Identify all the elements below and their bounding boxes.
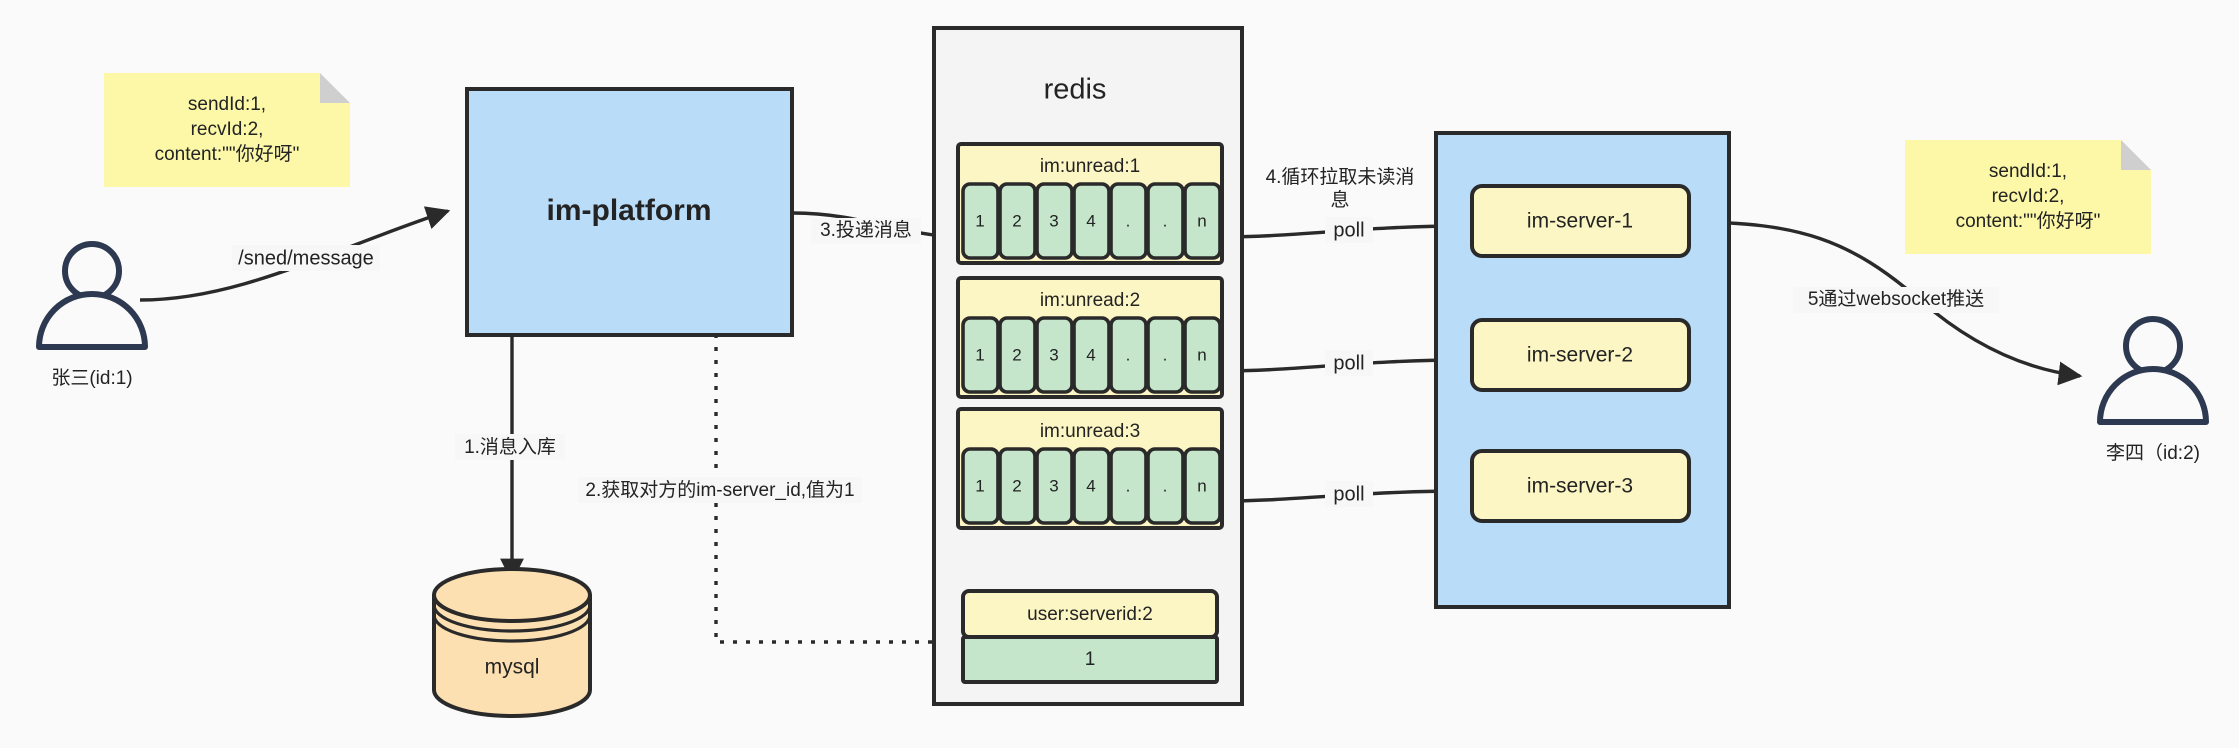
- edge-label-poll-2-text: poll: [1333, 352, 1364, 374]
- redis-cell: n: [1197, 211, 1206, 230]
- sticky-right-line-3: content:""你好呀": [1956, 210, 2101, 232]
- redis-kv-entry[interactable]: user:serverid:2 1: [961, 589, 1219, 684]
- sticky-left-line-1: sendId:1,: [188, 94, 266, 115]
- redis-cell: 2: [1012, 345, 1021, 364]
- redis-structure-0-key: im:unread:1: [1040, 156, 1140, 177]
- redis-cell: n: [1197, 476, 1206, 495]
- sticky-note-left: sendId:1, recvId:2, content:""你好呀": [104, 73, 350, 187]
- redis-structure-1-key: im:unread:2: [1040, 290, 1140, 311]
- redis-structure-2[interactable]: im:unread:3 1 2 3 4 . . n: [956, 407, 1224, 530]
- edge-label-step1-text: 1.消息入库: [464, 436, 556, 458]
- redis-title: redis: [1044, 74, 1107, 106]
- edge-label-step5: 5通过websocket推送: [1793, 287, 1999, 313]
- redis-cell: 2: [1012, 211, 1021, 230]
- edge-label-poll-3: poll: [1325, 481, 1373, 507]
- mysql-ridge-2: [432, 614, 592, 643]
- edge-label-step4: 4.循环拉取未读消 息: [1266, 166, 1415, 211]
- actor-receiver-body: [2097, 366, 2209, 425]
- redis-cell: 1: [975, 211, 984, 230]
- edge-label-step3-text: 3.投递消息: [820, 219, 912, 241]
- redis-structure-0-cells: 1 2 3 4 . . n: [961, 182, 1222, 260]
- edge-label-step1: 1.消息入库: [455, 434, 565, 460]
- redis-cell: 3: [1049, 211, 1058, 230]
- redis-structure-1[interactable]: im:unread:2 1 2 3 4 . . n: [956, 276, 1224, 399]
- im-platform-label: im-platform: [547, 194, 712, 227]
- redis-cell: 4: [1086, 211, 1095, 230]
- actor-sender[interactable]: 张三(id:1): [36, 241, 148, 389]
- redis-cell: 4: [1086, 345, 1095, 364]
- actor-sender-body: [36, 291, 148, 350]
- im-server-3-label: im-server-3: [1527, 475, 1633, 498]
- edge-label-step2: 2.获取对方的im-server_id,值为1: [578, 477, 862, 503]
- actor-sender-label: 张三(id:1): [51, 367, 132, 389]
- actor-receiver[interactable]: 李四（id:2): [2097, 316, 2209, 464]
- redis-cell: 3: [1049, 476, 1058, 495]
- redis-cell: 1: [975, 345, 984, 364]
- edge-label-poll-1: poll: [1325, 217, 1373, 243]
- node-im-platform[interactable]: im-platform: [465, 87, 794, 337]
- edge-label-step3: 3.投递消息: [811, 218, 921, 244]
- redis-structure-1-cells: 1 2 3 4 . . n: [961, 316, 1222, 394]
- redis-cell: 1: [975, 476, 984, 495]
- edge-label-poll-1-text: poll: [1333, 219, 1364, 241]
- redis-cell: 2: [1012, 476, 1021, 495]
- redis-cell: .: [1126, 476, 1131, 495]
- sticky-note-right: sendId:1, recvId:2, content:""你好呀": [1905, 140, 2151, 254]
- node-mysql[interactable]: mysql: [432, 567, 592, 718]
- edge-label-send-message-text: /sned/message: [238, 247, 374, 269]
- im-server-1-label: im-server-1: [1527, 210, 1633, 233]
- edge-label-poll-3-text: poll: [1333, 483, 1364, 505]
- mysql-label: mysql: [485, 656, 540, 679]
- node-im-server-3[interactable]: im-server-3: [1470, 449, 1691, 523]
- redis-kv-key: user:serverid:2: [1027, 604, 1153, 625]
- node-im-server-1[interactable]: im-server-1: [1470, 184, 1691, 258]
- redis-cell: .: [1163, 476, 1168, 495]
- redis-structure-2-key: im:unread:3: [1040, 421, 1140, 442]
- sticky-right-line-2: recvId:2,: [1992, 186, 2065, 207]
- redis-cell: .: [1163, 345, 1168, 364]
- redis-cell: 4: [1086, 476, 1095, 495]
- sticky-left-line-3: content:""你好呀": [155, 143, 300, 165]
- redis-cell: .: [1126, 211, 1131, 230]
- sticky-left-line-2: recvId:2,: [191, 119, 264, 140]
- redis-structure-0[interactable]: im:unread:1 1 2 3 4 . . n: [956, 142, 1224, 265]
- node-im-server-2[interactable]: im-server-2: [1470, 318, 1691, 392]
- edge-fetch-serverid: [704, 209, 958, 644]
- im-server-2-label: im-server-2: [1527, 344, 1633, 367]
- actor-receiver-label: 李四（id:2): [2106, 442, 2200, 464]
- actor-receiver-head: [2123, 316, 2183, 376]
- redis-kv-value: 1: [1085, 649, 1096, 670]
- actor-sender-head: [62, 241, 122, 301]
- edge-label-step5-text: 5通过websocket推送: [1808, 288, 1984, 310]
- edge-label-step4-line2: 息: [1330, 189, 1349, 211]
- redis-cell: .: [1163, 211, 1168, 230]
- edge-label-send-message: /sned/message: [232, 245, 380, 271]
- edge-label-poll-2: poll: [1325, 350, 1373, 376]
- sticky-right-line-1: sendId:1,: [1989, 161, 2067, 182]
- edge-label-step2-text: 2.获取对方的im-server_id,值为1: [585, 479, 854, 501]
- redis-cell: n: [1197, 345, 1206, 364]
- mysql-ridge-1: [432, 604, 592, 633]
- redis-cell: .: [1126, 345, 1131, 364]
- redis-cell: 3: [1049, 345, 1058, 364]
- redis-structure-2-cells: 1 2 3 4 . . n: [961, 447, 1222, 525]
- edge-label-step4-line1: 4.循环拉取未读消: [1266, 166, 1415, 188]
